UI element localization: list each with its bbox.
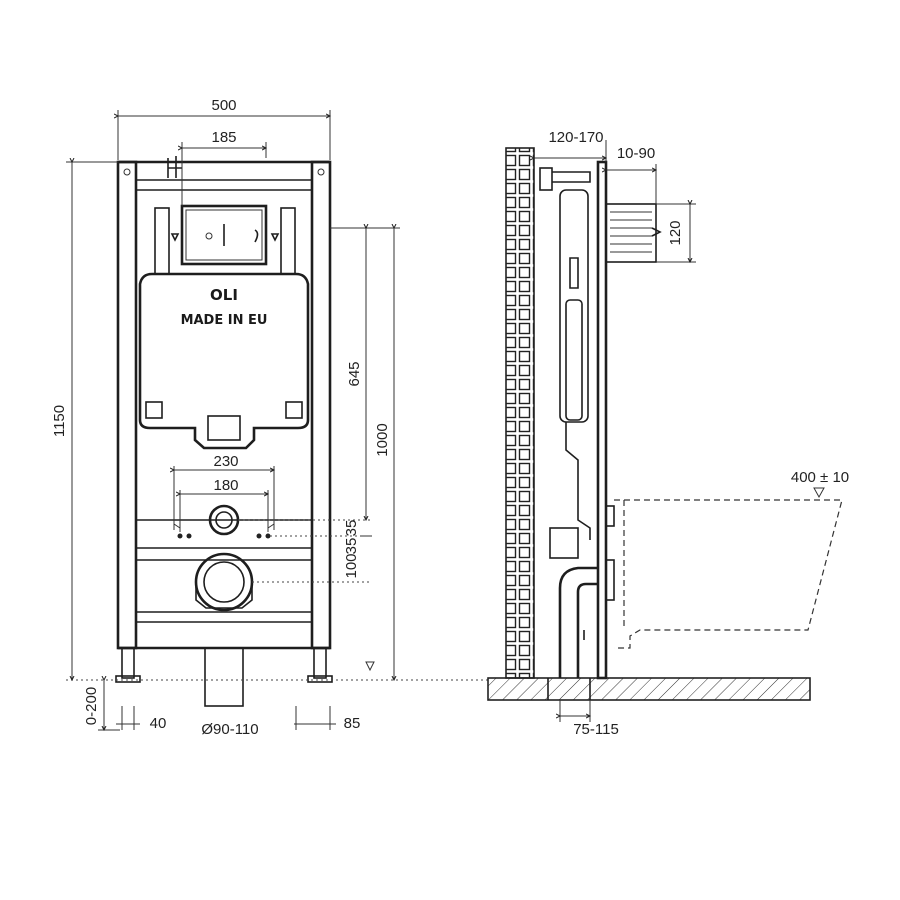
side-frame (539, 160, 608, 680)
dim-foot-85: 85 (344, 715, 361, 732)
dim-height-645: 645 (346, 361, 363, 386)
dim-bolt-180: 180 (213, 477, 238, 494)
dim-foot-40: 40 (150, 715, 167, 732)
dim-drain-diameter: Ø90-110 (201, 721, 258, 738)
front-view: OLI MADE IN EU 500 (51, 97, 490, 738)
dim-35-a: 35 (343, 520, 360, 537)
dim-floor-75-115: 75-115 (573, 721, 619, 738)
dim-bowl-height: 400 ± 10 (791, 469, 849, 486)
dim-width-total: 500 (211, 97, 236, 114)
dim-leg-adjust: 0-200 (83, 687, 100, 725)
dim-inlet-120: 120 (667, 220, 684, 245)
tank-logo: OLI (210, 286, 238, 304)
dim-button-width: 185 (211, 129, 236, 146)
front-dimensions: 500 185 1150 1000 645 35 35 100 (51, 97, 490, 738)
dim-height-total: 1150 (51, 405, 68, 437)
flush-button-plate (154, 156, 296, 275)
dim-depth-10-90: 10-90 (617, 145, 655, 162)
drain-outlet (194, 552, 254, 612)
side-dimensions: 120-170 10-90 120 400 ± 10 75-115 (534, 129, 849, 738)
brick-wall (505, 147, 535, 679)
dim-height-1000: 1000 (374, 423, 391, 456)
side-view: 120-170 10-90 120 400 ± 10 75-115 (487, 129, 849, 738)
toilet-bowl-outline (605, 499, 843, 649)
cistern-tank: OLI MADE IN EU (138, 272, 310, 450)
flush-pipe-outlet (173, 504, 275, 539)
dim-bolt-230: 230 (213, 453, 238, 470)
dim-35-b: 35 (343, 538, 360, 555)
floor-slab (487, 677, 811, 701)
tank-label: MADE IN EU (181, 313, 268, 328)
dim-100: 100 (343, 553, 360, 578)
dim-depth-120-170: 120-170 (548, 129, 603, 146)
front-legs (115, 647, 333, 707)
water-inlet (605, 203, 662, 263)
